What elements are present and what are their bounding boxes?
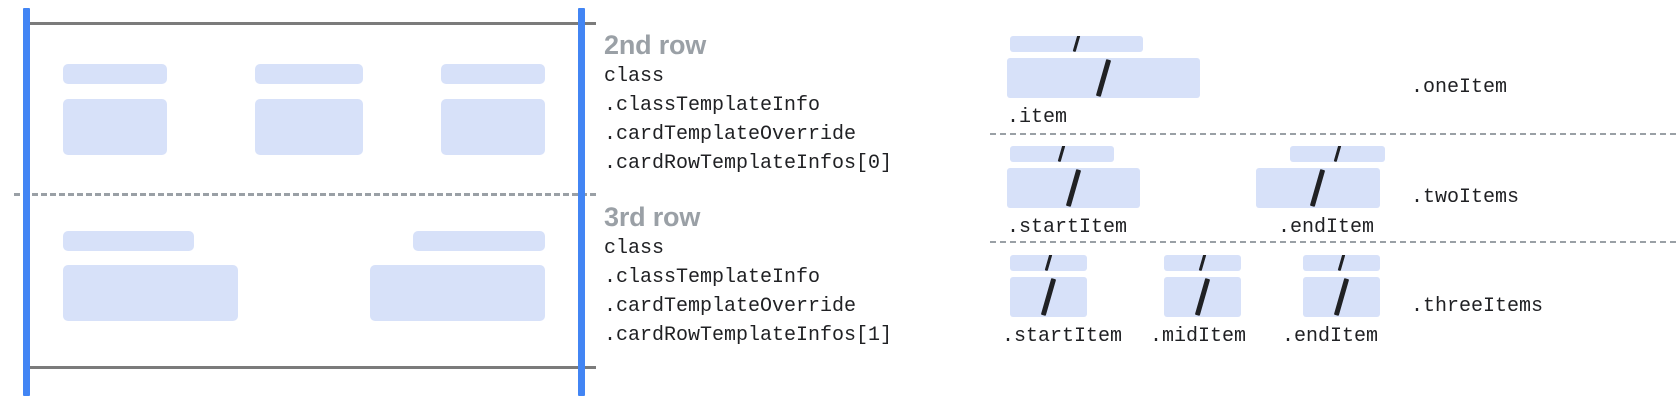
- variant-three-items: .startItem .midItem .endItem: [984, 241, 1676, 358]
- placeholder-body: [370, 265, 545, 321]
- item-title-bar: [1010, 146, 1114, 162]
- item-title-bar: [1010, 255, 1087, 271]
- row-divider-dashed: [14, 193, 596, 196]
- right-variants-diagram: .item .oneItem .startItem: [984, 0, 1676, 412]
- left-guide-rail: [23, 8, 30, 396]
- item-caption: .startItem: [1007, 216, 1128, 239]
- slash-icon: [1333, 278, 1349, 316]
- item-title-bar: [1290, 146, 1385, 162]
- placeholder-title: [255, 64, 363, 84]
- variant-one-item: .item .oneItem: [984, 22, 1676, 133]
- placeholder-title: [63, 231, 194, 251]
- third-row-code-line: .classTemplateInfo: [604, 266, 821, 289]
- item-body-bar: [1164, 277, 1241, 317]
- item-title-bar: [1164, 255, 1241, 271]
- item-group: .item: [1007, 36, 1200, 131]
- left-skeleton-diagram: [0, 0, 596, 412]
- item-body-bar: [1007, 168, 1140, 208]
- slash-icon: [1309, 169, 1326, 207]
- third-row-title: 3rd row: [604, 202, 701, 232]
- third-row-code-line: .cardRowTemplateInfos[1]: [604, 324, 893, 347]
- variant-two-items: .startItem .endItem .twoItems: [984, 133, 1676, 241]
- slash-icon: [1044, 255, 1052, 271]
- variant-divider-dashed: [990, 133, 1676, 135]
- item-caption: .startItem: [1002, 325, 1123, 348]
- slash-icon: [1065, 169, 1081, 207]
- item-body-bar: [1303, 277, 1380, 317]
- variant-divider-dashed: [990, 241, 1676, 243]
- item-body-bar: [1007, 58, 1200, 98]
- item-body-bar: [1256, 168, 1380, 208]
- item-caption: .endItem: [1278, 216, 1375, 239]
- slash-icon: [1198, 255, 1206, 271]
- item-caption: .midItem: [1150, 325, 1247, 348]
- variant-label: .twoItems: [1411, 186, 1520, 209]
- description-column: 2nd row class .classTemplateInfo .cardTe…: [604, 0, 984, 412]
- third-row-code-line: .cardTemplateOverride: [604, 295, 857, 318]
- third-row-code-line: class: [604, 237, 665, 260]
- slash-icon: [1095, 59, 1111, 97]
- item-title-bar: [1303, 255, 1380, 271]
- item-caption: .endItem: [1282, 325, 1379, 348]
- third-row-description: 3rd row class .classTemplateInfo .cardTe…: [604, 200, 892, 350]
- slash-icon: [1057, 146, 1066, 162]
- variant-label: .oneItem: [1411, 76, 1508, 99]
- placeholder-body: [441, 99, 545, 155]
- right-guide-rail: [578, 8, 585, 396]
- placeholder-title: [63, 64, 167, 84]
- slash-icon: [1333, 146, 1341, 162]
- second-row-code-line: class: [604, 65, 665, 88]
- slash-icon: [1194, 278, 1210, 316]
- item-caption: .item: [1007, 106, 1068, 129]
- item-group: .startItem: [1002, 255, 1122, 350]
- item-group: .endItem: [1256, 146, 1385, 241]
- item-body-bar: [1010, 277, 1087, 317]
- placeholder-body: [63, 99, 167, 155]
- placeholder-body: [255, 99, 363, 155]
- second-row-code-line: .cardRowTemplateInfos[0]: [604, 152, 893, 175]
- second-row-code-line: .classTemplateInfo: [604, 94, 821, 117]
- item-group: .startItem: [1007, 146, 1140, 241]
- item-group: .midItem: [1150, 255, 1246, 350]
- placeholder-title: [441, 64, 545, 84]
- slash-icon: [1072, 36, 1080, 52]
- bottom-boundary-rule: [28, 366, 596, 369]
- slash-icon: [1040, 278, 1056, 316]
- second-row-title: 2nd row: [604, 30, 707, 60]
- item-title-bar: [1010, 36, 1143, 52]
- second-row-description: 2nd row class .classTemplateInfo .cardTe…: [604, 28, 892, 178]
- variant-label: .threeItems: [1411, 295, 1544, 318]
- second-row-code-line: .cardTemplateOverride: [604, 123, 857, 146]
- top-boundary-rule: [28, 22, 596, 25]
- placeholder-title: [413, 231, 545, 251]
- slash-icon: [1337, 255, 1345, 271]
- placeholder-body: [63, 265, 238, 321]
- item-group: .endItem: [1282, 255, 1380, 350]
